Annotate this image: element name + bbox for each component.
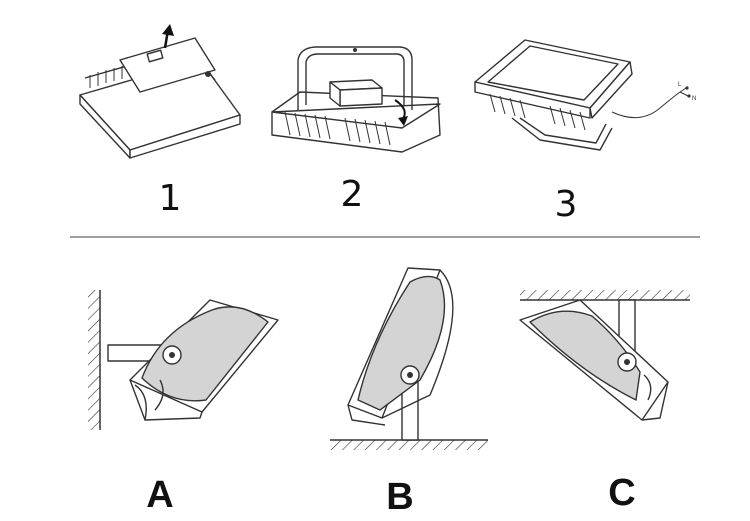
wire-label-l: L — [678, 82, 682, 88]
wire-label-n: N — [692, 96, 696, 102]
mount-b-label: B — [386, 476, 414, 518]
ceiling-mount-illustration — [519, 290, 690, 421]
mount-a-label: A — [146, 474, 174, 516]
step2-illustration — [271, 46, 441, 153]
step-1-label: 1 — [158, 178, 182, 219]
step-3-label: 3 — [554, 184, 578, 225]
mount-c-label: C — [608, 472, 636, 514]
step1-illustration — [79, 24, 241, 159]
floor-mount-illustration — [330, 267, 488, 450]
step3-illustration: L N — [474, 39, 696, 151]
step-2-label: 2 — [340, 174, 364, 215]
wall-mount-illustration — [88, 290, 279, 430]
